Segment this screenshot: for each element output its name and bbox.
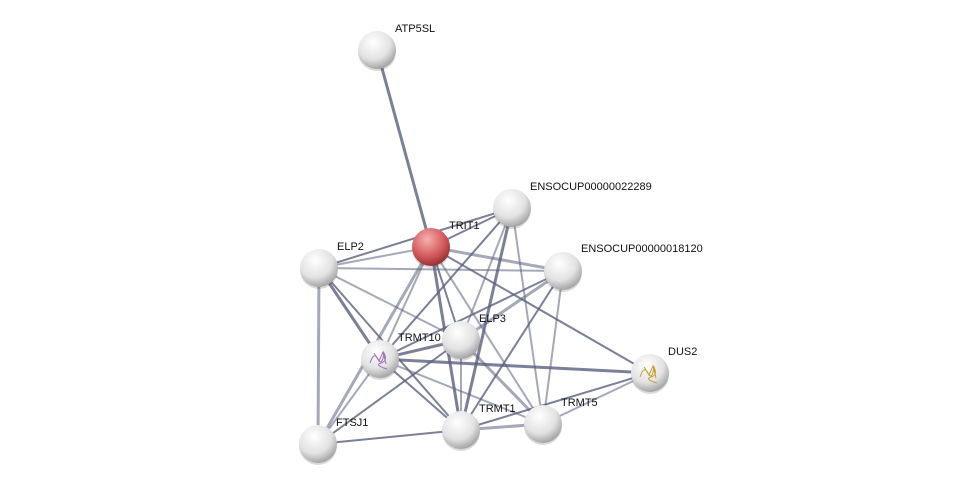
node-trit1[interactable] [412, 228, 450, 268]
node-dus2[interactable] [631, 354, 669, 394]
node-label-trit1: TRIT1 [449, 220, 480, 232]
edge-E18120-TRMT5[interactable] [542, 270, 564, 425]
edge-E22289-TRMT5[interactable] [511, 207, 544, 425]
edge-E18120-TRMT1[interactable] [460, 270, 564, 431]
node-trmt10[interactable] [361, 340, 399, 380]
node-trmt1[interactable] [442, 411, 480, 451]
edge-E18120-ELP3[interactable] [460, 269, 564, 342]
node-label-elp2: ELP2 [337, 241, 364, 253]
edge-ELP2-FTSJ1[interactable] [316, 267, 321, 445]
edge-E22289-ELP3[interactable] [460, 207, 513, 341]
node-trmt5[interactable] [524, 405, 562, 445]
node-label-trmt10: TRMT10 [398, 332, 441, 344]
edge-ELP3-FTSJ1[interactable] [317, 339, 462, 445]
node-e18120[interactable] [544, 252, 582, 292]
edge-TRIT1-DUS2[interactable] [430, 246, 651, 374]
node-label-atp5sl: ATP5SL [395, 23, 435, 35]
node-label-elp3: ELP3 [479, 313, 506, 325]
edge-TRMT10-DUS2[interactable] [379, 357, 651, 375]
node-elp2[interactable] [300, 249, 338, 289]
node-label-trmt1: TRMT1 [479, 403, 516, 415]
edge-ATP5SL-TRIT1[interactable] [375, 49, 433, 248]
node-label-dus2: DUS2 [668, 346, 697, 358]
node-label-trmt5: TRMT5 [561, 397, 598, 409]
edge-TRIT1-E18120[interactable] [430, 245, 564, 273]
protein-structure-icon [639, 364, 658, 384]
edge-TRMT1-FTSJ1[interactable] [317, 429, 462, 445]
node-e22289[interactable] [493, 189, 531, 229]
node-elp3[interactable] [442, 321, 480, 361]
node-label-ftsj1: FTSJ1 [336, 417, 368, 429]
edge-TRIT1-TRMT5[interactable] [430, 246, 544, 425]
protein-structure-icon [369, 350, 388, 370]
edge-E22289-TRMT1[interactable] [459, 207, 514, 431]
edge-TRMT1-DUS2[interactable] [460, 372, 651, 431]
edge-E22289-TRMT10[interactable] [379, 207, 513, 360]
node-ftsj1[interactable] [299, 425, 337, 465]
edge-ELP2-ELP3[interactable] [318, 267, 462, 341]
edge-ELP2-E18120[interactable] [318, 267, 564, 272]
edge-E18120-TRMT10[interactable] [379, 270, 564, 360]
node-label-e22289: ENSOCUP00000022289 [530, 181, 652, 193]
edge-TRIT1-TRMT10[interactable] [379, 246, 432, 360]
edge-TRMT5-DUS2[interactable] [542, 372, 651, 425]
node-atp5sl[interactable] [358, 31, 396, 71]
node-label-e18120: ENSOCUP00000018120 [581, 243, 703, 255]
